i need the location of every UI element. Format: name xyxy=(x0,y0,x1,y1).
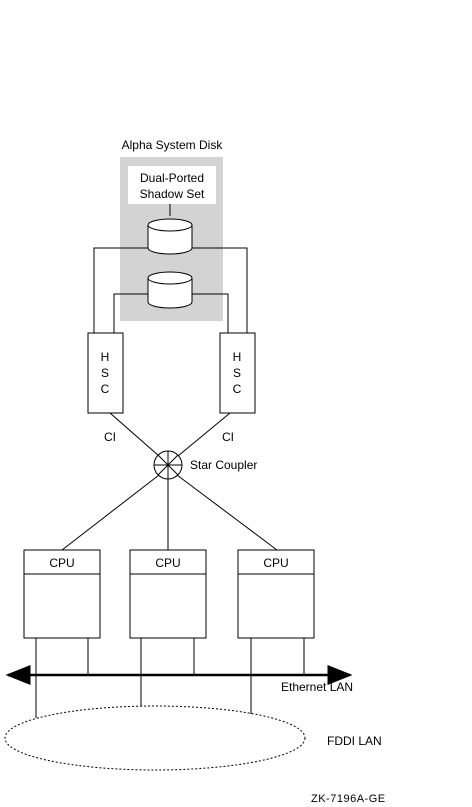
cpu-box-3: CPU xyxy=(237,549,315,639)
cpu-box-2: CPU xyxy=(129,549,207,639)
figure-id: ZK-7196A-GE xyxy=(311,793,386,805)
shadow-set-label-line1: Dual-Ported xyxy=(140,171,204,185)
disk-icon-bottom xyxy=(147,271,193,309)
svg-text:S: S xyxy=(101,366,109,380)
svg-text:C: C xyxy=(101,382,110,396)
star-to-cpu-links xyxy=(61,474,278,551)
system-disk-title: Alpha System Disk xyxy=(122,138,224,152)
ci-link-right xyxy=(177,412,231,457)
svg-text:S: S xyxy=(233,366,241,380)
disk-cables xyxy=(93,247,248,333)
star-coupler-icon xyxy=(153,450,183,480)
svg-text:CPU: CPU xyxy=(263,556,288,570)
svg-text:CPU: CPU xyxy=(155,556,180,570)
ethernet-drops xyxy=(87,638,305,675)
svg-text:C: C xyxy=(233,382,242,396)
ci-label-left: CI xyxy=(104,430,116,444)
ci-label-right: CI xyxy=(222,430,234,444)
cpu-box-1: CPU xyxy=(23,549,101,639)
star-coupler-label: Star Coupler xyxy=(190,458,257,472)
ethernet-label: Ethernet LAN xyxy=(281,680,353,694)
shadow-set-label-line2: Shadow Set xyxy=(140,187,205,201)
svg-text:CPU: CPU xyxy=(49,556,74,570)
disk-icon-top xyxy=(147,218,193,255)
fddi-ring xyxy=(4,705,306,771)
hsc-left: H S C xyxy=(87,332,124,414)
ci-link-left xyxy=(109,412,160,457)
fddi-drops xyxy=(35,638,252,718)
fddi-label: FDDI LAN xyxy=(327,734,382,748)
shadow-set-label-box xyxy=(128,166,216,204)
hsc-right: H S C xyxy=(219,332,256,414)
svg-text:H: H xyxy=(101,350,110,364)
svg-text:H: H xyxy=(233,350,242,364)
